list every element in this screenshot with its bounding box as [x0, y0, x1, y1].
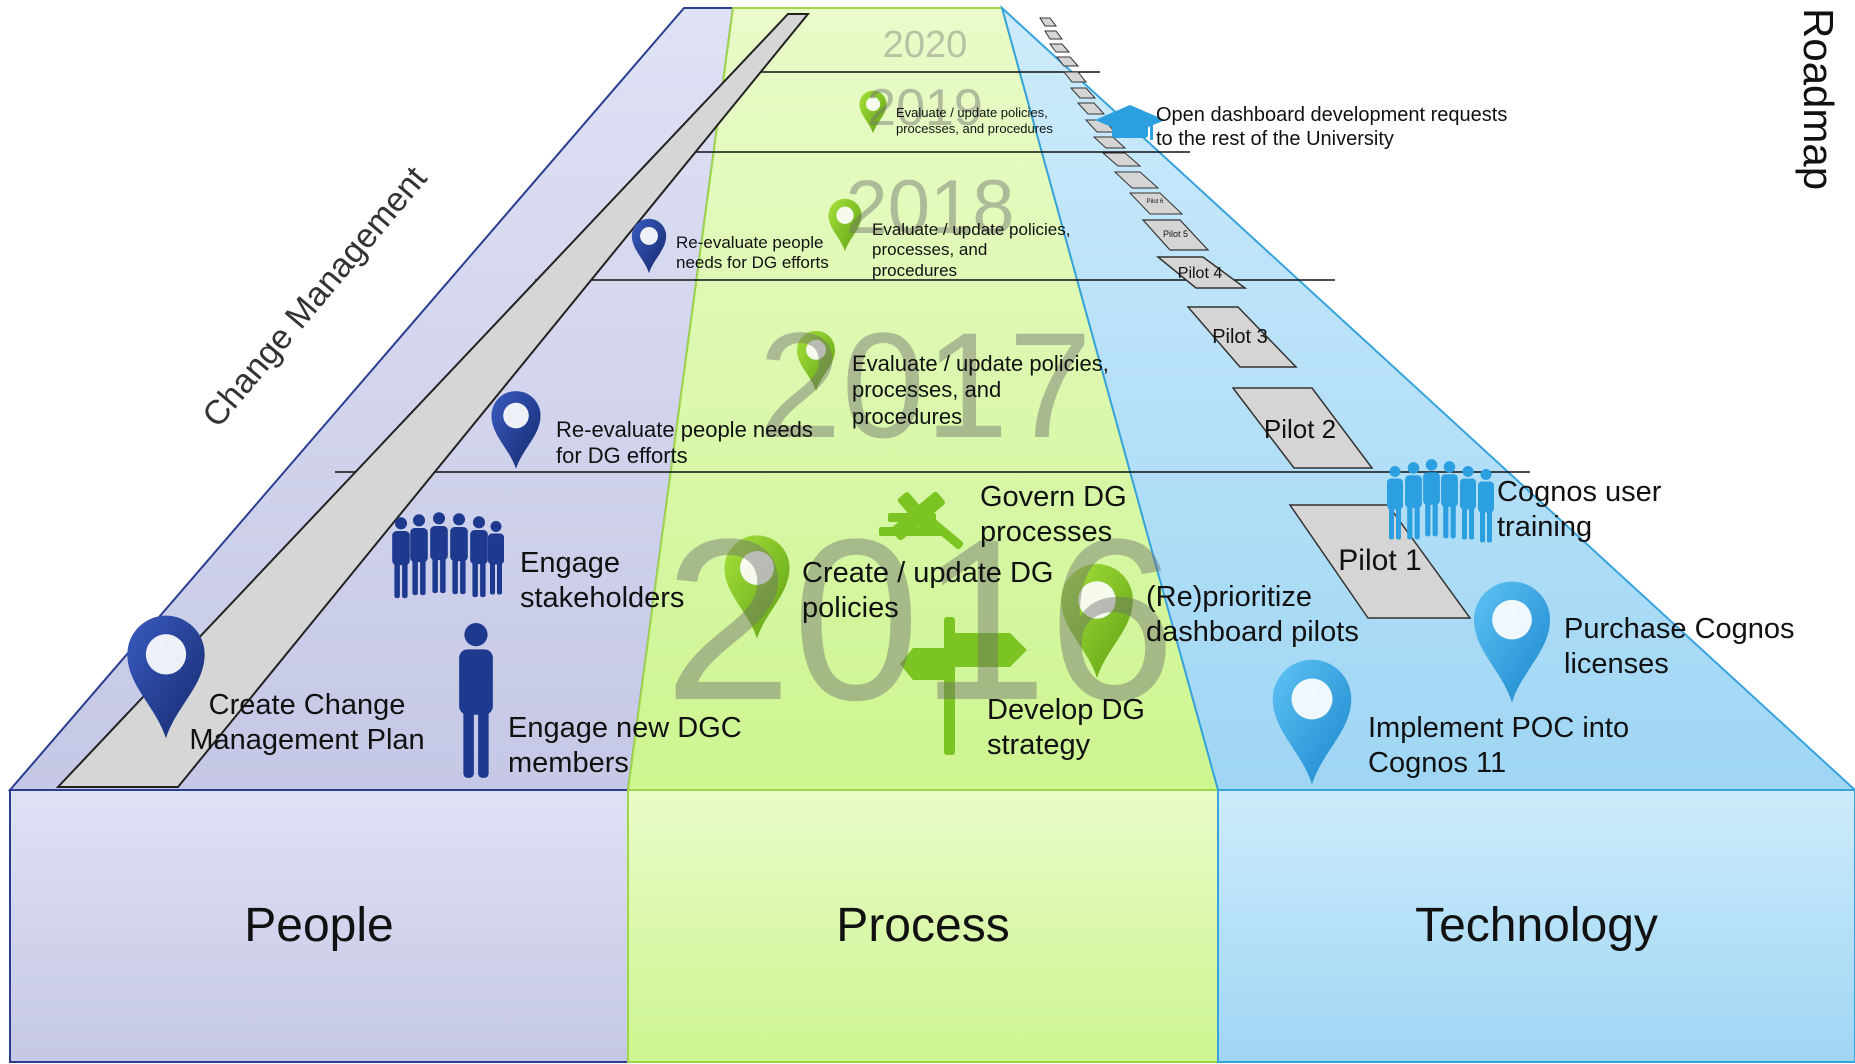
technology-base — [1217, 789, 1855, 1063]
pilot-2-label: Pilot 2 — [1263, 414, 1337, 444]
people-base — [9, 789, 629, 1063]
open-dashboard-label: Open dashboard development requests to t… — [1156, 104, 1508, 150]
create-policies-label: Create / update DG policies — [802, 557, 1054, 624]
pilot-1-tile — [1288, 504, 1472, 619]
pilot-2-tile — [1231, 387, 1374, 469]
year-label-2018: 2018 — [845, 165, 1015, 250]
reevaluate-2017-label: Re-evaluate people needs for DG efforts — [556, 417, 813, 469]
cognos-training-label: Cognos user training — [1497, 476, 1662, 543]
people-track-label: People — [244, 899, 394, 952]
reevaluate-2018-label: Re-evaluate people needs for DG efforts — [676, 233, 829, 273]
govern-dg-label: Govern DG processes — [980, 481, 1127, 548]
evaluate-2018-label: Evaluate / update policies, processes, a… — [872, 220, 1071, 280]
pilot-5-label: Pilot 5 — [1162, 229, 1188, 239]
process-base — [627, 789, 1219, 1063]
pilot-6-tile — [1128, 192, 1184, 215]
create-change-plan-label: Create Change Management Plan — [189, 689, 425, 756]
year-label-2020: 2020 — [882, 24, 968, 66]
signpost-icon — [900, 617, 1027, 755]
pilot-5-tile — [1141, 219, 1210, 251]
engage-dgc-label: Engage new DGC members — [508, 712, 742, 779]
pilot-4-tile — [1155, 256, 1248, 289]
gavel-icon — [879, 491, 964, 550]
graduation-cap-icon — [1095, 105, 1165, 140]
roadmap-side-title: Roadmap — [1770, 8, 1850, 218]
year-label-2017: 2017 — [758, 301, 1092, 469]
pilot-4-label: Pilot 4 — [1177, 265, 1223, 282]
pilot-3-label: Pilot 3 — [1212, 326, 1268, 348]
process-track-label: Process — [836, 899, 1010, 952]
purchase-licenses-label: Purchase Cognos licenses — [1564, 613, 1795, 680]
implement-poc-label: Implement POC into Cognos 11 — [1368, 712, 1630, 779]
evaluate-2019-label: Evaluate / update policies, processes, a… — [896, 105, 1053, 136]
evaluate-2017-label: Evaluate / update policies, processes, a… — [852, 351, 1109, 429]
develop-strategy-label: Develop DG strategy — [987, 694, 1145, 761]
year-label-2019: 2019 — [867, 79, 983, 137]
pilot-3-tile — [1186, 306, 1298, 368]
year-label-2016: 2016 — [664, 491, 1176, 748]
change-management-banner — [55, 13, 811, 788]
pilot-6-label: Pilot 6 — [1146, 199, 1164, 205]
engage-stakeholders-label: Engage stakeholders — [520, 547, 685, 614]
reprioritize-label: (Re)prioritize dashboard pilots — [1146, 581, 1359, 648]
technology-track-label: Technology — [1415, 899, 1658, 952]
roadmap-title-text: Roadmap — [1795, 8, 1842, 191]
pilot-1-label: Pilot 1 — [1338, 544, 1422, 577]
